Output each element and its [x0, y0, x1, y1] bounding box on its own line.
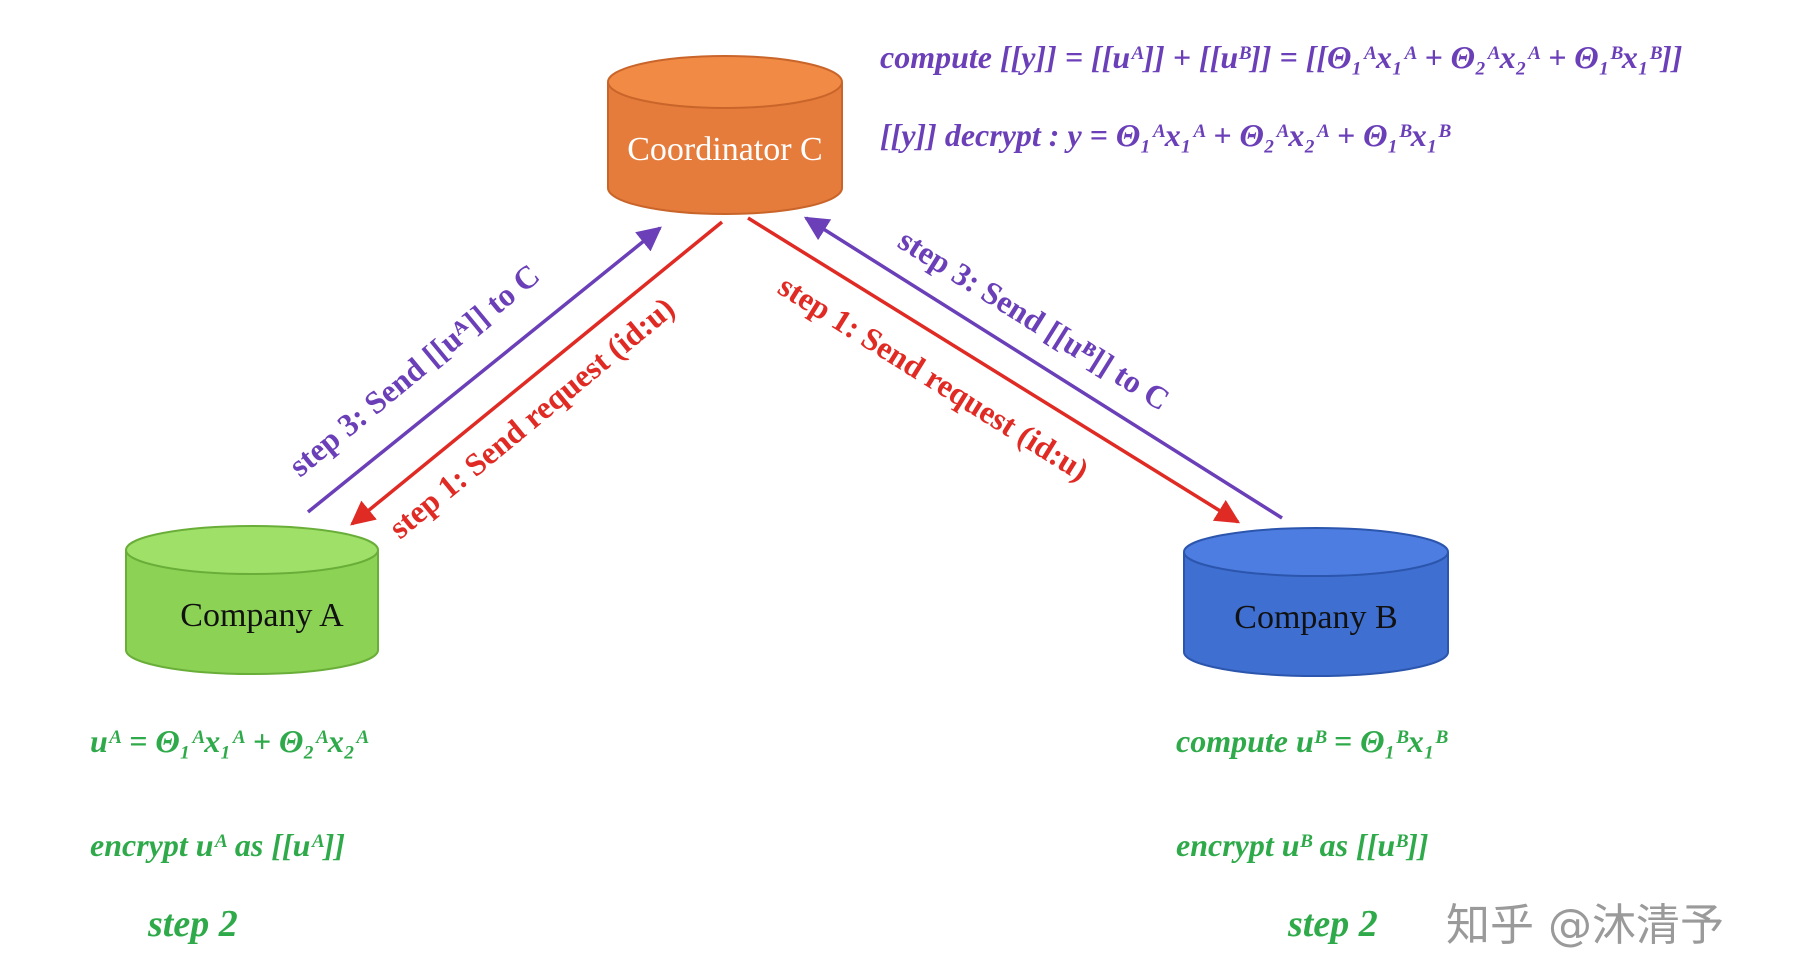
arrow-a-to-c [306, 226, 662, 514]
coordinator-compute-equation: compute [[y]] = [[uᴬ]] + [[uᴮ]] = [[Θ₁ᴬx… [880, 39, 1682, 75]
coordinator-node: Coordinator C [607, 55, 843, 215]
arrow-c-to-a [350, 220, 724, 526]
company-a-compute-equation: uᴬ = Θ₁ᴬx₁ᴬ + Θ₂ᴬx₂ᴬ [90, 723, 369, 759]
coordinator-decrypt-equation: [[y]] decrypt : y = Θ₁ᴬx₁ᴬ + Θ₂ᴬx₂ᴬ + Θ₁… [880, 117, 1451, 153]
company-a-step2: step 2 [147, 903, 238, 945]
company-b-body [1183, 552, 1449, 677]
company-b-encrypt-text: encrypt uᴮ as [[uᴮ]] [1176, 827, 1429, 863]
company-b-label: Company B [1234, 599, 1397, 636]
arrow-b-to-c [803, 216, 1283, 520]
company-a-top [125, 525, 379, 575]
company-a-body [125, 550, 379, 675]
company-a-label: Company A [180, 597, 344, 634]
coordinator-body [607, 82, 843, 215]
company-b-step2: step 2 [1287, 903, 1378, 945]
company-b-compute-equation: compute uᴮ = Θ₁ᴮx₁ᴮ [1176, 723, 1448, 759]
coordinator-label: Coordinator C [627, 131, 822, 168]
company-b-node: Company B [1183, 527, 1449, 677]
company-a-encrypt-text: encrypt uᴬ as [[uᴬ]] [90, 827, 345, 863]
watermark-text: 知乎 @沐清予 [1446, 900, 1724, 951]
coordinator-top [607, 55, 843, 109]
company-a-node: Company A [125, 525, 379, 675]
arrow-c-to-b [747, 216, 1241, 524]
company-b-top [1183, 527, 1449, 577]
